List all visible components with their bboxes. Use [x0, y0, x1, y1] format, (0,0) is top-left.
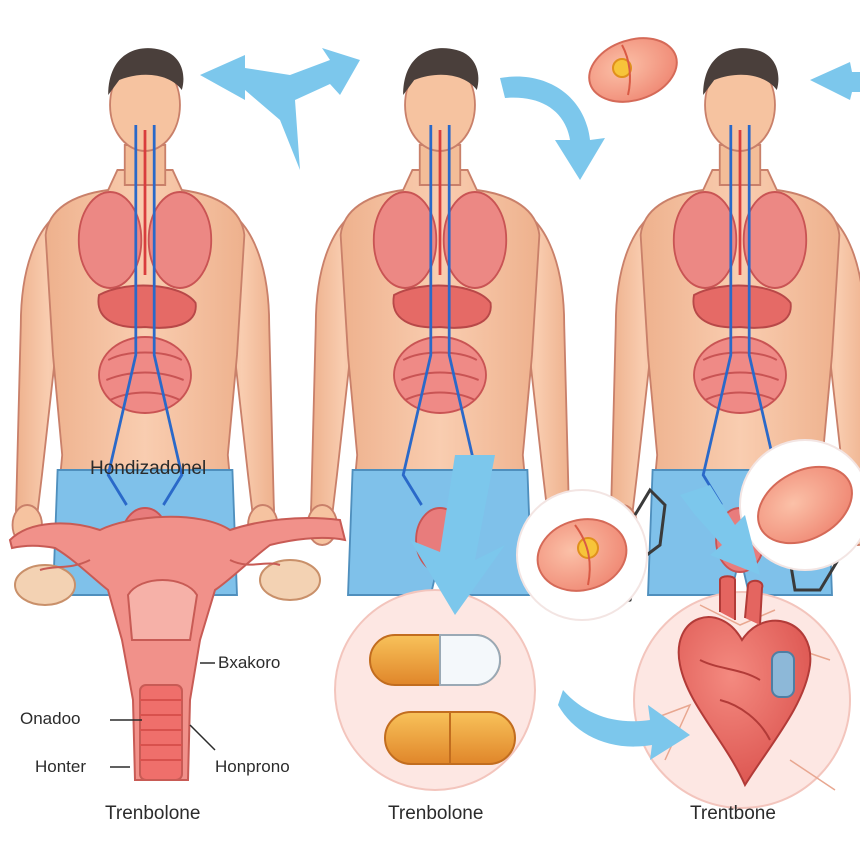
- label-honprono: Honprono: [215, 757, 290, 776]
- pill-icon: [384, 711, 516, 765]
- blue-arrow-icon: [810, 62, 860, 100]
- label-bxakoro: Bxakoro: [218, 653, 281, 672]
- uterus-diagram: [8, 515, 347, 781]
- blue-arrow-icon: [500, 76, 605, 180]
- blue-arrow-icon: [410, 455, 505, 615]
- blue-arrow-icon: [200, 48, 360, 170]
- caption-middle: Trenbolone: [388, 803, 484, 824]
- label-honter: Honter: [35, 757, 87, 776]
- figure-left: [11, 46, 279, 597]
- blue-arrow-icon: [558, 690, 690, 760]
- heart-icon: [677, 575, 812, 788]
- blue-arrow-icon: [680, 485, 760, 575]
- reproductive-title: Hondizadonel: [90, 458, 207, 479]
- cell-icon: [739, 439, 860, 571]
- label-onadoo: Onadoo: [20, 709, 81, 728]
- cell-icon: [516, 489, 648, 621]
- cell-icon: [588, 37, 678, 103]
- capsule-icon: [369, 634, 502, 686]
- caption-right: Trentbone: [690, 803, 776, 824]
- caption-left: Trenbolone: [105, 803, 201, 824]
- pill-circle: [334, 589, 536, 791]
